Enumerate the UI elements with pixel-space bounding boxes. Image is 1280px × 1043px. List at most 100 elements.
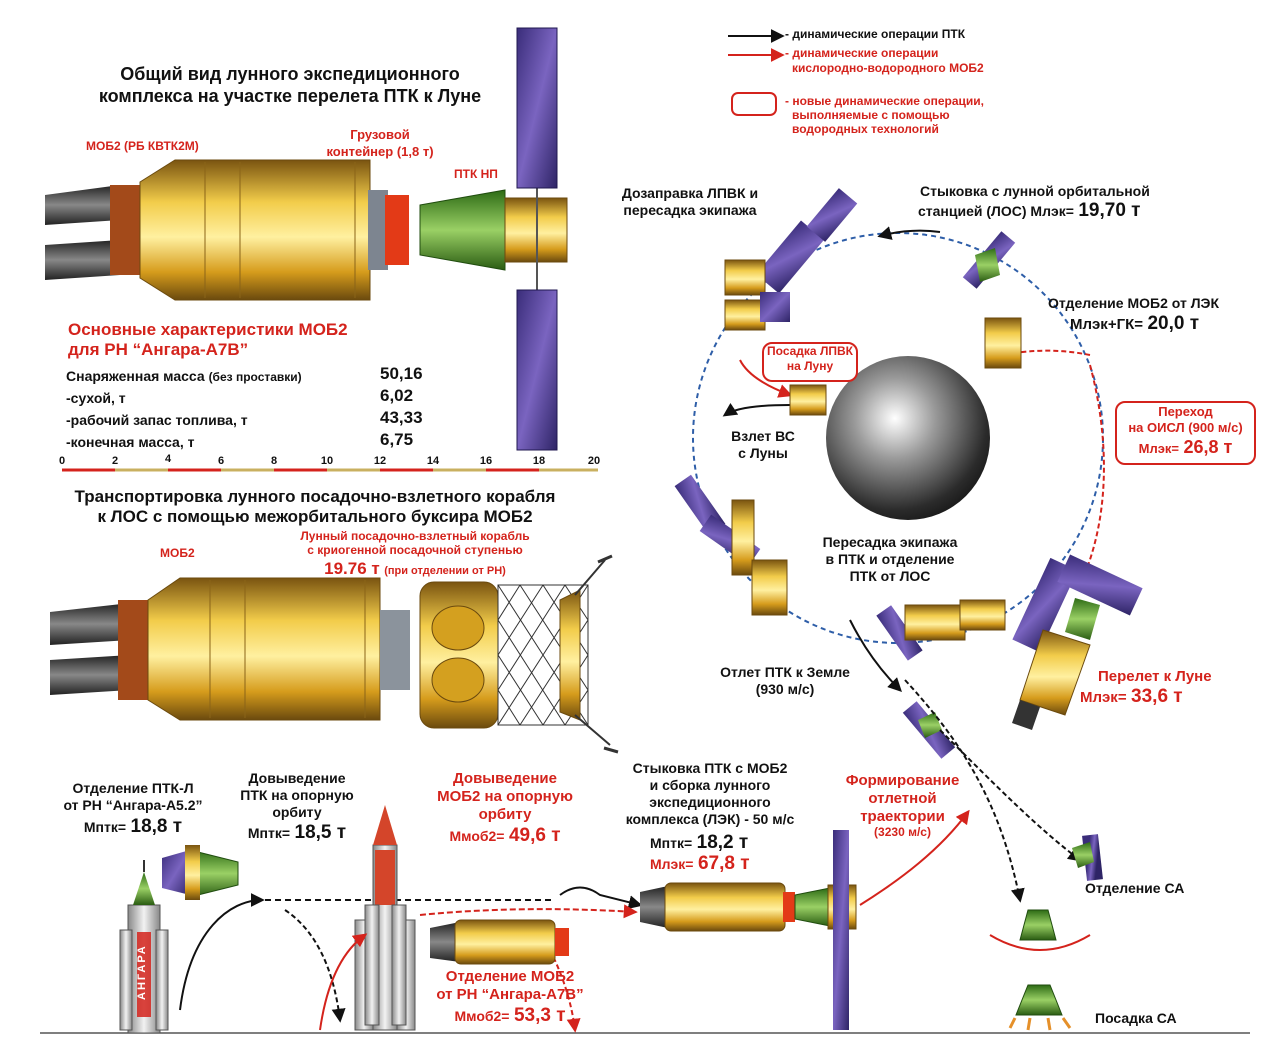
sep-mob2-text: Млэк+ГК= xyxy=(1070,316,1143,333)
middle-title-line2: к ЛОС с помощью межорбитального буксира … xyxy=(97,507,533,526)
spec-label: -рабочий запас топлива, т xyxy=(66,412,248,428)
ins-ptk-label-2: ПТК на опорную xyxy=(240,787,354,803)
scale-tick: 14 xyxy=(426,455,440,467)
crew-transfer-label-2: в ПТК и отделение xyxy=(825,551,955,567)
landing-label-1: Посадка ЛПВК xyxy=(767,344,853,358)
scale-tick: 16 xyxy=(479,455,493,467)
flight-mass: 33,6 т xyxy=(1131,686,1183,707)
dock-lek-label-4: комплекса (ЛЭК) - 50 м/с xyxy=(625,811,795,827)
sep-mob2-label-2: Млэк+ГК= 20,0 т xyxy=(1070,313,1199,335)
launch-label-2: с Луны xyxy=(738,445,788,461)
scale-tick: 18 xyxy=(532,455,546,467)
sep-mob-mass: 53,3 т xyxy=(513,1005,566,1026)
crew-transfer-label-1: Пересадка экипажа xyxy=(822,534,958,550)
top-assembly-illustration xyxy=(45,27,568,451)
refuel-label-2: пересадка экипажа xyxy=(623,202,757,218)
scale-tick: 0 xyxy=(58,455,66,467)
dock-los-label-2: станцией (ЛОС) Млэк= 19,70 т xyxy=(918,200,1140,222)
sep-mob-mass-label: Ммоб2= xyxy=(454,1008,510,1024)
dock-lek-label-3: экспедиционного xyxy=(649,794,771,810)
ins-ptk-mass-line: Мптк= 18,5 т xyxy=(222,822,372,844)
depart-label-1: Отлет ПТК к Земле xyxy=(720,664,850,680)
sep-ptk-label-1: Отделение ПТК-Л xyxy=(72,780,194,796)
dock-ptk-mass-label: Мптк= xyxy=(650,835,693,851)
sep-ptk-mass-label: Мптк= xyxy=(83,819,127,835)
legend-red-arrow-text-2: кислородно-водородного МОБ2 xyxy=(792,61,984,75)
dock-lek-label-1: Стыковка ПТК с МОБ2 xyxy=(632,760,788,776)
legend-box-text-2: выполняемые с помощью xyxy=(792,108,950,122)
spec-value: 6,75 xyxy=(380,430,414,449)
lander-label-1: Лунный посадочно-взлетный корабль xyxy=(300,529,530,543)
transfer-label-1: Переход xyxy=(1158,404,1213,419)
form-traj-label-3: траектории xyxy=(860,808,945,825)
spec-label: -конечная масса, т xyxy=(66,434,195,450)
launch-label-1: Взлет ВС xyxy=(731,428,795,444)
legend-black-arrow-text: - динамические операции ПТК xyxy=(785,27,966,41)
cargo-label-1: Грузовой xyxy=(350,127,410,142)
dock-lek-mass-label: Млэк= xyxy=(650,856,694,872)
dock-los-text: станцией (ЛОС) Млэк= xyxy=(918,203,1074,219)
landing-box xyxy=(762,342,858,382)
sep-mob2-mass: 20,0 т xyxy=(1147,313,1200,334)
ins-mob-mass-line: Ммоб2= 49,6 т xyxy=(415,825,595,847)
landing-label-2: на Луну xyxy=(786,359,834,373)
transfer-label-2: на ОИСЛ (900 м/с) xyxy=(1128,420,1243,435)
form-traj-label-4: (3230 м/с) xyxy=(874,825,931,839)
spec-label: Снаряженная масса xyxy=(66,368,205,384)
dock-lek-mass-line: Млэк= 67,8 т xyxy=(650,853,750,875)
sep-mob-label-1: Отделение МОБ2 xyxy=(445,968,575,985)
form-traj-label-1: Формирование xyxy=(845,772,960,789)
sep-mob-label-2: от РН “Ангара-А7В” xyxy=(436,986,584,1003)
lander-note: (при отделении от РН) xyxy=(384,565,506,577)
transfer-mass: 26,8 т xyxy=(1183,437,1233,457)
middle-title-line1: Транспортировка лунного посадочно-взлетн… xyxy=(74,487,556,506)
ins-mob-mass-label: Ммоб2= xyxy=(449,828,505,844)
transfer-label-3: Млэк= 26,8 т xyxy=(1115,437,1256,458)
dock-lek-mass: 67,8 т xyxy=(697,853,750,874)
ins-ptk-label-1: Довыведение xyxy=(248,770,346,786)
refuel-label-1: Дозаправка ЛПВК и xyxy=(621,185,759,201)
scale-tick: 2 xyxy=(111,455,119,467)
scale-tick: 20 xyxy=(587,455,601,467)
flight-text: Млэк= xyxy=(1080,689,1127,706)
dock-ptk-mass-line: Мптк= 18,2 т xyxy=(650,832,748,854)
ptk-np-label: ПТК НП xyxy=(454,167,498,181)
flight-label-2: Млэк= 33,6 т xyxy=(1080,686,1183,708)
spec-label: -сухой, т xyxy=(66,390,126,406)
lander-mass: 19.76 т xyxy=(324,559,380,578)
bottom-launch-sequence xyxy=(40,805,1250,1034)
dock-los-label-1: Стыковка с лунной орбитальной xyxy=(920,183,1150,199)
top-title-line1: Общий вид лунного экспедиционного xyxy=(120,64,460,84)
sep-ptk-mass: 18,8 т xyxy=(130,816,183,837)
specs-title-1: Основные характеристики МОБ2 xyxy=(68,320,348,339)
form-traj-label-2: отлетной xyxy=(868,790,937,807)
spec-value: 43,33 xyxy=(380,408,423,427)
land-sa-label: Посадка СА xyxy=(1095,1010,1177,1026)
sep-ptk-label-2: от РН “Ангара-А5.2” xyxy=(63,797,203,813)
dock-lek-label-2: и сборка лунного xyxy=(649,777,771,793)
scale-tick: 4 xyxy=(164,453,172,465)
spec-note: (без проставки) xyxy=(208,370,302,384)
sep-ptk-mass-line: Мптк= 18,8 т xyxy=(58,816,208,838)
scale-tick: 8 xyxy=(270,455,278,467)
lander-mass-line: 19.76 т (при отделении от РН) xyxy=(265,559,565,579)
crew-transfer-label-3: ПТК от ЛОС xyxy=(849,568,931,584)
legend-red-arrow-text-1: - динамические операции xyxy=(785,46,939,60)
legend-box-text-1: - новые динамические операции, xyxy=(785,94,984,108)
legend-box-text-3: водородных технологий xyxy=(792,122,939,136)
lunar-orbit-scene xyxy=(674,188,1143,1031)
lander-label-2: с криогенной посадочной ступенью xyxy=(307,543,523,557)
transfer-box xyxy=(1115,401,1256,465)
cargo-label-2: контейнер (1,8 т) xyxy=(326,144,434,159)
dock-los-mass: 19,70 т xyxy=(1078,200,1141,221)
ins-ptk-mass-label: Мптк= xyxy=(247,825,291,841)
sep-mob2-label-1: Отделение МОБ2 от ЛЭК xyxy=(1048,295,1220,311)
spec-value: 50,16 xyxy=(380,364,423,383)
sep-mob-mass-line: Ммоб2= 53,3 т xyxy=(420,1005,600,1027)
scale-tick: 12 xyxy=(373,455,387,467)
ins-ptk-label-3: орбиту xyxy=(272,804,322,820)
ins-mob-label-1: Довыведение xyxy=(453,770,557,787)
scale-tick: 10 xyxy=(320,455,334,467)
mob2-label: МОБ2 xyxy=(160,546,195,560)
